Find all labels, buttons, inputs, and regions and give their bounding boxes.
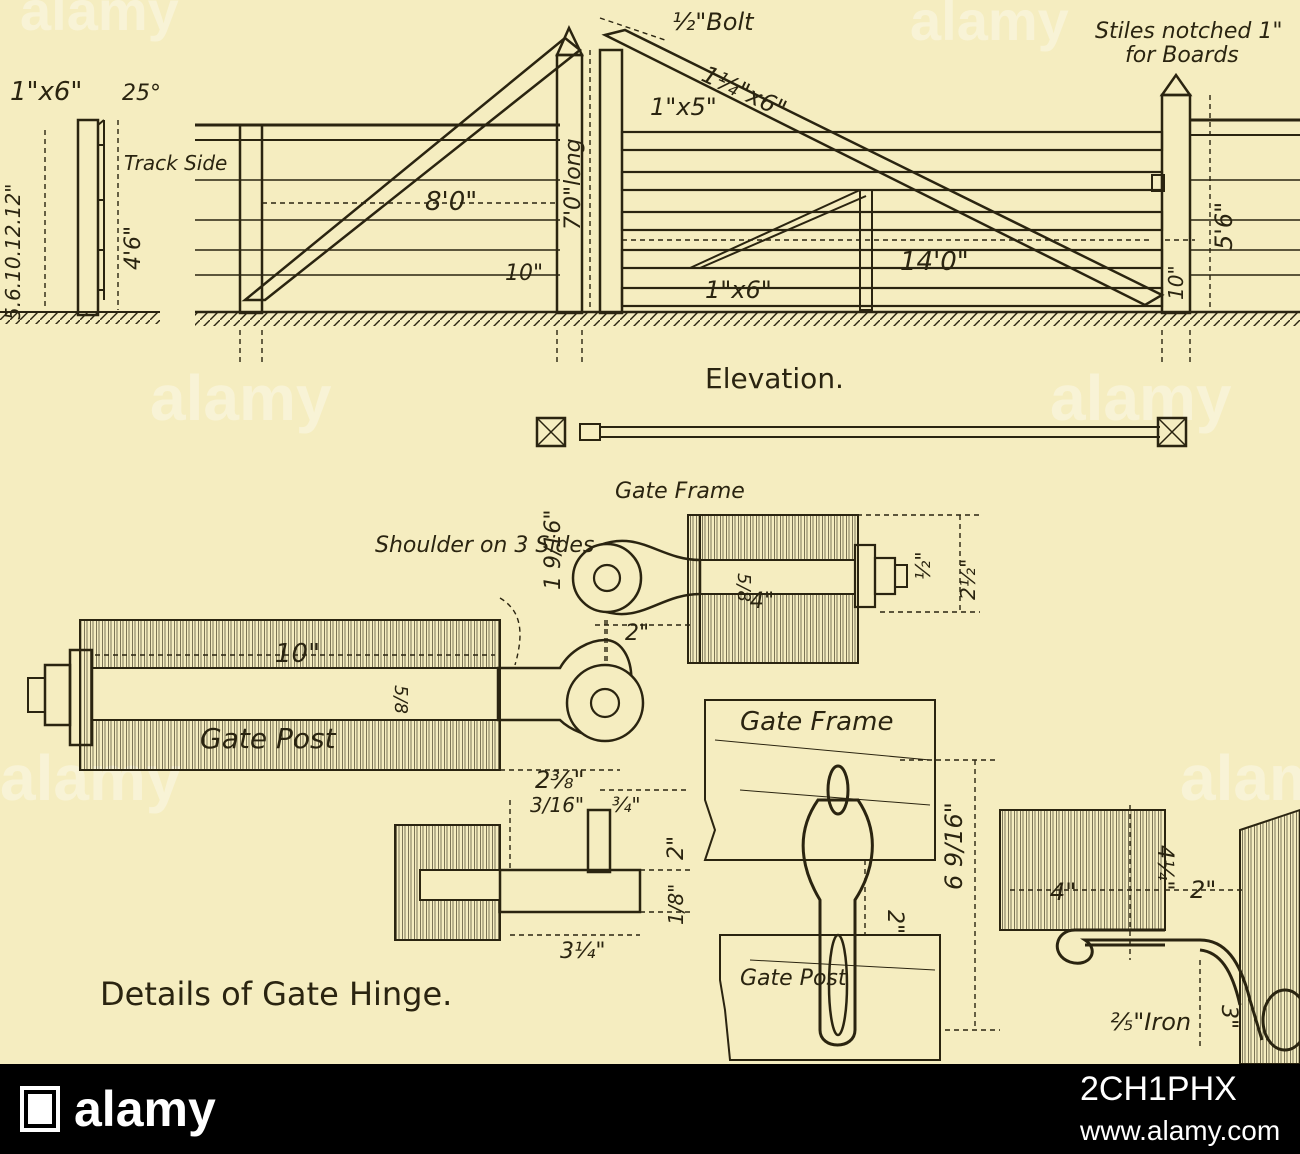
gate-elevation: ½"Bolt Stiles notched 1" for Boards 1¼"x…	[195, 8, 1300, 395]
latch-gap-label: 10"	[1164, 265, 1188, 300]
fence-section-view: 1"x6" 25° Track Side 5.6.10.12.12" 4'6"	[0, 77, 227, 324]
footer-background	[0, 1064, 1300, 1154]
ground-hatch	[0, 312, 160, 324]
drawing-plate: alamy alamy alamy alamy alamy alamy 1"x6…	[0, 0, 1300, 1064]
watermark-text: alamy	[910, 0, 1069, 52]
footer-logo-text: alamy	[74, 1081, 216, 1137]
track-spacing-label: 5.6.10.12.12"	[1, 184, 25, 320]
section-height-label: 4'6"	[121, 226, 146, 270]
hinge-pin	[586, 808, 612, 874]
pin-diameter-label: ¾"	[612, 793, 641, 817]
chain-link-detail: Gate Frame 2" 6 9/16" Gate Post	[703, 699, 1000, 1061]
strap-detail: 4¼" 4" 2" ⅖"Iron 3"	[999, 805, 1300, 1064]
pin-height-label: 2"	[664, 836, 689, 860]
track-side-label: Track Side	[124, 151, 227, 175]
alamy-logo-icon-inner	[28, 1094, 52, 1124]
chain-link	[801, 798, 874, 1047]
watermark-footer: alamy 2CH1PHX www.alamy.com	[0, 1064, 1300, 1154]
angle-label: 25°	[122, 81, 161, 106]
strap-height-label: 4¼"	[1152, 845, 1177, 890]
hinge-pin-detail: 3/16" ¾" 2" 1/8" 3¼"	[394, 789, 690, 964]
strap-frame-block	[999, 809, 1166, 931]
gate-middle-stile	[859, 189, 873, 311]
bolt-length-label: 4"	[750, 589, 774, 614]
bolt-diameter-label: 5/8	[733, 573, 754, 602]
plate-thickness-label: 1/8"	[664, 884, 688, 925]
ground-hatch	[195, 312, 1300, 326]
watermark-text: alamy	[1050, 362, 1232, 434]
plate-length-label: 3¼"	[560, 939, 605, 964]
upper-hinge-detail: Gate Frame 1 9/16" 5/8 4" 2" ½" 2½"	[541, 479, 980, 680]
elevation-caption: Elevation.	[705, 362, 844, 395]
hinge-pin-plate	[498, 868, 642, 914]
post-height-label: 7'0"long	[561, 138, 586, 230]
watermark-text: alamy	[150, 362, 332, 434]
gate-plan-view	[535, 416, 1188, 448]
alamy-logo-icon	[20, 1086, 60, 1132]
top-rail-size-label: 1"x5"	[650, 93, 717, 121]
curl-label: 3"	[1216, 1005, 1241, 1029]
footer-url: www.alamy.com	[1079, 1115, 1280, 1146]
watermark-text: alamy	[1180, 742, 1300, 814]
plan-hinge-post	[535, 416, 567, 448]
plan-latch-post	[1156, 416, 1188, 448]
section-board-size-label: 1"x6"	[10, 77, 82, 107]
gate-post-label: Gate Post	[200, 722, 337, 755]
strap-gap-label: 2"	[1190, 876, 1216, 904]
post-eye-offset-label: 2⅜"	[535, 766, 585, 794]
post-hinge-detail: Shoulder on 3 Sides 10" 5/8 Gate Post 2⅜…	[27, 533, 645, 794]
stiles-label-line1: Stiles notched 1"	[1095, 19, 1282, 44]
bottom-rail-size-label: 1"x6"	[705, 276, 772, 304]
post-bolt-diameter-label: 5/8	[390, 685, 411, 714]
iron-label: ⅖"Iron	[1110, 1008, 1191, 1036]
iron-strap	[1055, 928, 1264, 1041]
link-gap-label: 2"	[882, 910, 907, 934]
post-spacing-label: 10"	[505, 261, 543, 286]
watermark-text: alamy	[20, 0, 179, 42]
thread-size-label: ½"	[911, 551, 935, 580]
eye-offset-label: 2"	[625, 621, 649, 646]
gate-height-label: 5'6"	[1210, 202, 1238, 250]
strap-width-label: 4"	[1050, 878, 1076, 906]
eye-diameter-label: 1 9/16"	[541, 509, 566, 590]
image-reference-id: 2CH1PHX	[1080, 1070, 1237, 1108]
stiles-label-line2: for Boards	[1125, 43, 1239, 68]
pin-thickness-label: 3/16"	[530, 793, 584, 817]
strap-height-label: 2½"	[956, 559, 980, 600]
gate-latch	[1151, 174, 1165, 192]
gate-width-label: 14'0"	[900, 247, 969, 277]
link-length-label: 6 9/16"	[940, 802, 968, 890]
shoulder-label-line1: Shoulder on 3 Sides	[375, 533, 594, 558]
link-gate-frame-label: Gate Frame	[740, 707, 893, 737]
post-bolt-length-label: 10"	[275, 639, 320, 669]
panel-width-label: 8'0"	[425, 187, 477, 217]
details-caption: Details of Gate Hinge.	[100, 975, 452, 1013]
gate-frame-label: Gate Frame	[615, 479, 745, 504]
bolt-label: ½"Bolt	[672, 8, 755, 36]
link-gate-frame	[703, 699, 936, 861]
link-gate-post-label: Gate Post	[740, 966, 848, 991]
